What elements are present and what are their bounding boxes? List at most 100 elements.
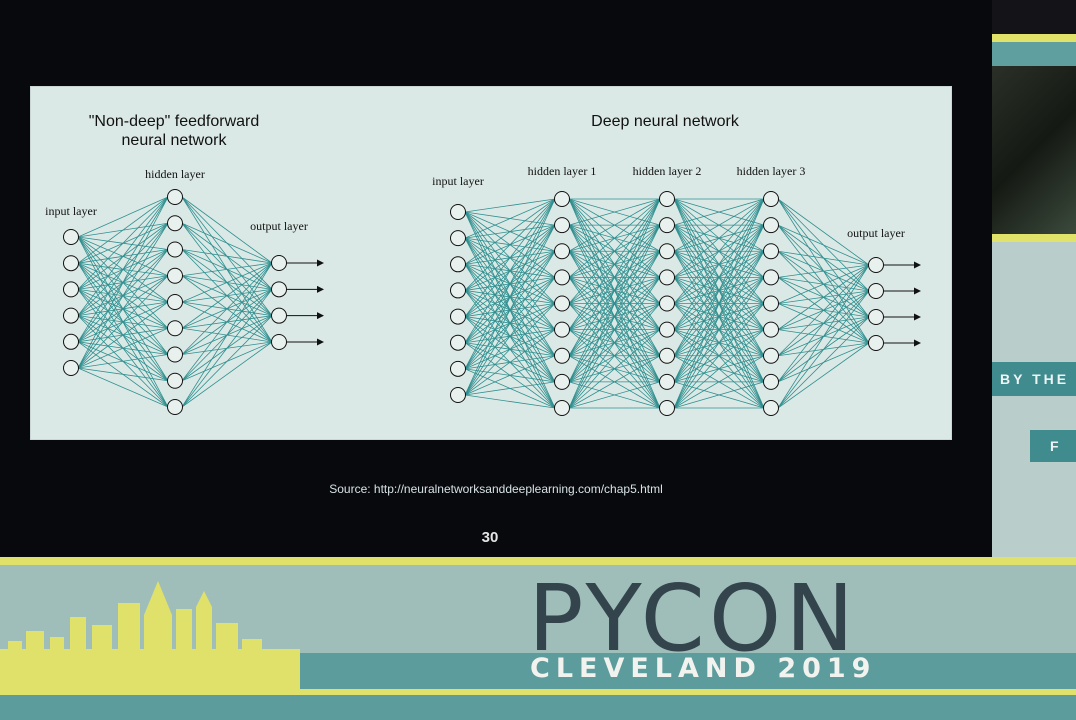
shallow-node-layer1 (167, 320, 183, 337)
deep-edge (464, 303, 556, 396)
deep-node-layer0 (450, 204, 466, 220)
deep-edge (673, 303, 765, 409)
deep-edge (777, 264, 870, 409)
deep-node-layer3 (763, 321, 779, 338)
deep-edge (568, 198, 661, 409)
deep-edge (673, 198, 765, 278)
deep-edge (673, 198, 765, 383)
shallow-node-layer2 (271, 307, 287, 324)
deep-node-layer1 (554, 373, 570, 390)
side-chip-text: F (1030, 430, 1076, 462)
shallow-node-layer2 (271, 255, 287, 271)
deep-output-label: output layer (847, 226, 905, 240)
deep-node-layer2 (659, 217, 675, 234)
page-number: 30 (481, 529, 499, 546)
shallow-edge (77, 275, 169, 369)
shallow-edge (181, 289, 273, 408)
deep-edge (777, 198, 870, 266)
deep-node-layer0 (450, 334, 466, 351)
shallow-node-layer0 (63, 281, 79, 298)
deep-edge (568, 198, 661, 226)
deep-node-layer1 (554, 191, 570, 207)
side-yellow-stripe-lower (992, 234, 1076, 242)
deep-node-layer2 (659, 373, 675, 390)
shallow-node-layer0 (63, 255, 79, 272)
shallow-edge (181, 315, 273, 408)
side-band-text: BY THE (992, 362, 1076, 396)
deep-node-layer4 (868, 309, 884, 325)
deep-node-layer0 (450, 230, 466, 247)
deep-edge (673, 198, 765, 226)
shallow-edge (181, 262, 273, 381)
deep-node-layer3 (763, 217, 779, 234)
shallow-node-layer2 (271, 281, 287, 298)
deep-edge (777, 264, 870, 357)
deep-node-layer1 (554, 243, 570, 260)
shallow-edge (181, 262, 273, 303)
shallow-node-layer1 (167, 267, 183, 284)
shallow-edge (77, 196, 169, 290)
slide: "Non-deep" feedforward neural network in… (30, 86, 952, 546)
shallow-node-layer1 (167, 372, 183, 389)
deep-edge (777, 264, 870, 278)
deep-edge (568, 198, 661, 304)
deep-node-layer1 (554, 347, 570, 364)
shallow-edge (77, 196, 169, 369)
shallow-edge (181, 262, 273, 408)
deep-edge (464, 224, 556, 396)
shallow-title-line1: "Non-deep" feedforward (89, 113, 260, 130)
deep-edge (673, 329, 765, 409)
deep-node-layer2 (659, 400, 675, 416)
deep-edge (673, 355, 765, 409)
shallow-edge (77, 223, 169, 369)
deep-edge (464, 198, 556, 239)
side-decoration: BY THE F (992, 0, 1076, 557)
deep-edge (464, 277, 556, 396)
shallow-node-layer1 (167, 399, 183, 415)
deep-edge (673, 198, 765, 304)
deep-edge (777, 316, 870, 409)
deep-edge (464, 394, 556, 409)
deep-edge (777, 264, 870, 383)
shallow-node-layer1 (167, 215, 183, 232)
deep-node-layer4 (868, 257, 884, 273)
deep-node-layer1 (554, 321, 570, 338)
deep-node-layer0 (450, 387, 466, 403)
banner-bottom-band (0, 695, 1076, 720)
deep-node-layer1 (554, 295, 570, 312)
deep-edge (673, 198, 765, 330)
deep-edge (568, 251, 661, 409)
deep-edge (777, 264, 870, 304)
deep-edge (673, 277, 765, 409)
network-diagram-svg: "Non-deep" feedforward neural network in… (45, 113, 921, 416)
deep-hidden2-label: hidden layer 2 (633, 164, 702, 178)
deep-node-layer4 (868, 283, 884, 299)
banner-yellow-stripe (0, 689, 1076, 695)
deep-node-layer3 (763, 347, 779, 364)
deep-edge (568, 198, 661, 356)
shallow-edge (77, 196, 169, 264)
shallow-edge (181, 196, 273, 264)
shallow-node-layer1 (167, 241, 183, 258)
shallow-edge (181, 262, 273, 329)
deep-node-layer0 (450, 282, 466, 299)
deep-hidden3-label: hidden layer 3 (737, 164, 806, 178)
cleveland-2019-text: CLEVELAND 2019 (530, 653, 877, 684)
deep-title: Deep neural network (591, 113, 740, 130)
deep-node-layer2 (659, 347, 675, 364)
deep-edge (673, 251, 765, 409)
deep-edge (777, 342, 870, 409)
deep-node-layer3 (763, 191, 779, 207)
shallow-hidden-label: hidden layer (145, 167, 205, 181)
shallow-edge (181, 222, 273, 264)
shallow-edge (77, 327, 169, 369)
deep-edge (568, 355, 661, 409)
side-yellow-stripe (992, 34, 1076, 42)
deep-edge (673, 198, 765, 409)
deep-edge (568, 329, 661, 409)
deep-node-layer0 (450, 308, 466, 325)
conference-banner: PYCON CLEVELAND 2019 (0, 557, 1076, 720)
deep-node-layer1 (554, 269, 570, 286)
deep-edge (464, 251, 556, 396)
deep-input-label: input layer (432, 174, 484, 188)
